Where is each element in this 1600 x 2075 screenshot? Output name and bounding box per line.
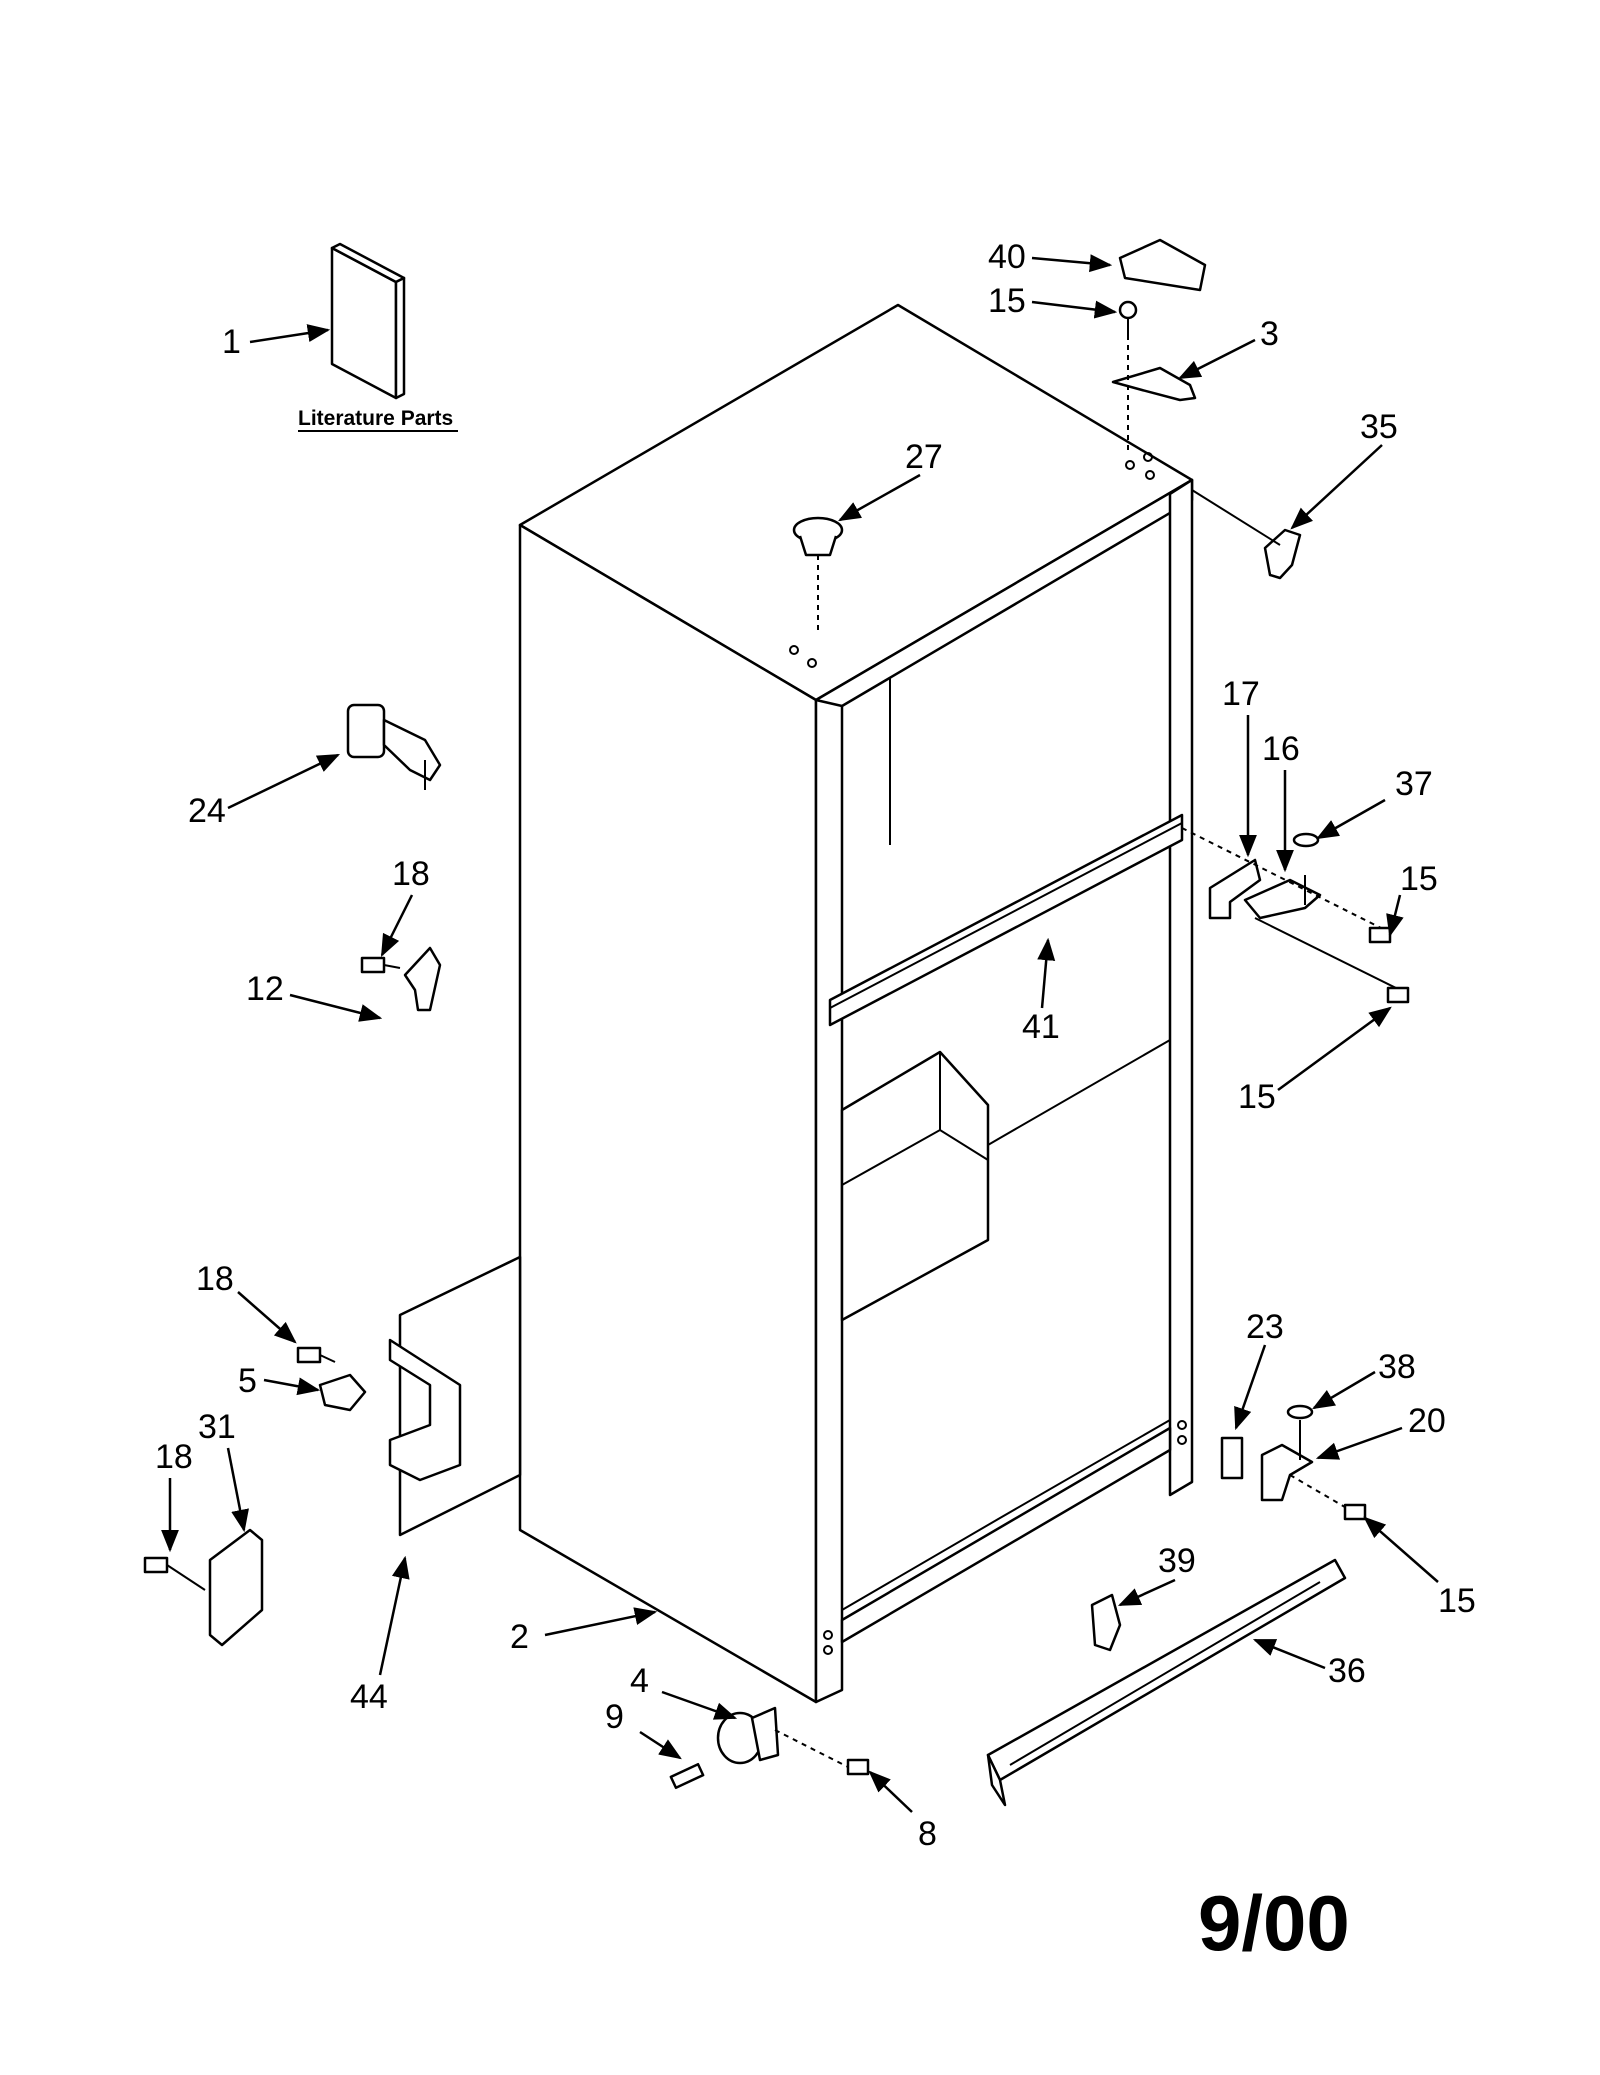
date-code: 9/00 (1198, 1879, 1350, 1967)
side-panel (388, 1255, 522, 1537)
pin-9 (669, 1762, 705, 1790)
hinge-trim (1263, 528, 1302, 580)
callout-8: 8 (918, 1815, 937, 1853)
callout-31: 31 (198, 1408, 236, 1446)
callout-44: 44 (350, 1678, 388, 1716)
clamp-5 (318, 1373, 367, 1412)
literature-caption: Literature Parts (298, 407, 453, 430)
callout-2: 2 (510, 1618, 529, 1656)
callout-15: 15 (1438, 1582, 1476, 1620)
callout-labels: 1 40 15 3 27 35 17 16 37 15 24 18 12 41 … (155, 238, 1476, 1853)
callout-17: 17 (1222, 675, 1260, 713)
screw-18c (143, 1556, 206, 1591)
callout-15: 15 (1238, 1078, 1276, 1116)
callout-15: 15 (1400, 860, 1438, 898)
callout-18: 18 (392, 855, 430, 893)
callout-24: 24 (188, 792, 226, 830)
callout-37: 37 (1395, 765, 1433, 803)
screw-18b (296, 1346, 336, 1364)
callout-5: 5 (238, 1362, 257, 1400)
callout-15: 15 (988, 282, 1026, 320)
shim-23 (1220, 1436, 1244, 1480)
callout-20: 20 (1408, 1402, 1446, 1440)
callout-23: 23 (1246, 1308, 1284, 1346)
callout-41: 41 (1022, 1008, 1060, 1046)
literature-booklet (330, 242, 406, 400)
screw-15b (1368, 926, 1392, 944)
callout-35: 35 (1360, 408, 1398, 446)
cover-31 (208, 1528, 264, 1647)
toe-grille (986, 1558, 1347, 1807)
screw-top (1118, 300, 1138, 335)
screw-15d (1343, 1503, 1367, 1521)
leader-lines (161, 254, 1439, 1813)
callout-18: 18 (155, 1438, 193, 1476)
callout-16: 16 (1262, 730, 1300, 768)
callout-1: 1 (222, 323, 241, 361)
callout-40: 40 (988, 238, 1026, 276)
callout-4: 4 (630, 1662, 649, 1700)
plug-button (792, 516, 844, 557)
clip-39 (1090, 1593, 1122, 1652)
callout-3: 3 (1260, 315, 1279, 353)
middle-hinge (1208, 858, 1322, 920)
bracket-12 (403, 946, 442, 1012)
washer-37 (1292, 832, 1320, 848)
callout-18: 18 (196, 1260, 234, 1298)
roller-4 (716, 1706, 780, 1765)
mullion-bar (828, 813, 1184, 1027)
callout-39: 39 (1158, 1542, 1196, 1580)
screw-15c (1386, 986, 1410, 1004)
callout-12: 12 (246, 970, 284, 1008)
cabinet-body (518, 303, 1194, 1704)
callout-27: 27 (905, 438, 943, 476)
hinge-cap (1118, 238, 1207, 292)
callout-9: 9 (605, 1698, 624, 1736)
door-stop (346, 703, 442, 790)
washer-38 (1286, 1404, 1314, 1420)
bottom-hinge (1260, 1420, 1314, 1502)
top-hinge (1111, 366, 1197, 402)
screw-18a (360, 956, 401, 974)
callout-38: 38 (1378, 1348, 1416, 1386)
screw-8 (846, 1758, 870, 1776)
callout-36: 36 (1328, 1652, 1366, 1690)
